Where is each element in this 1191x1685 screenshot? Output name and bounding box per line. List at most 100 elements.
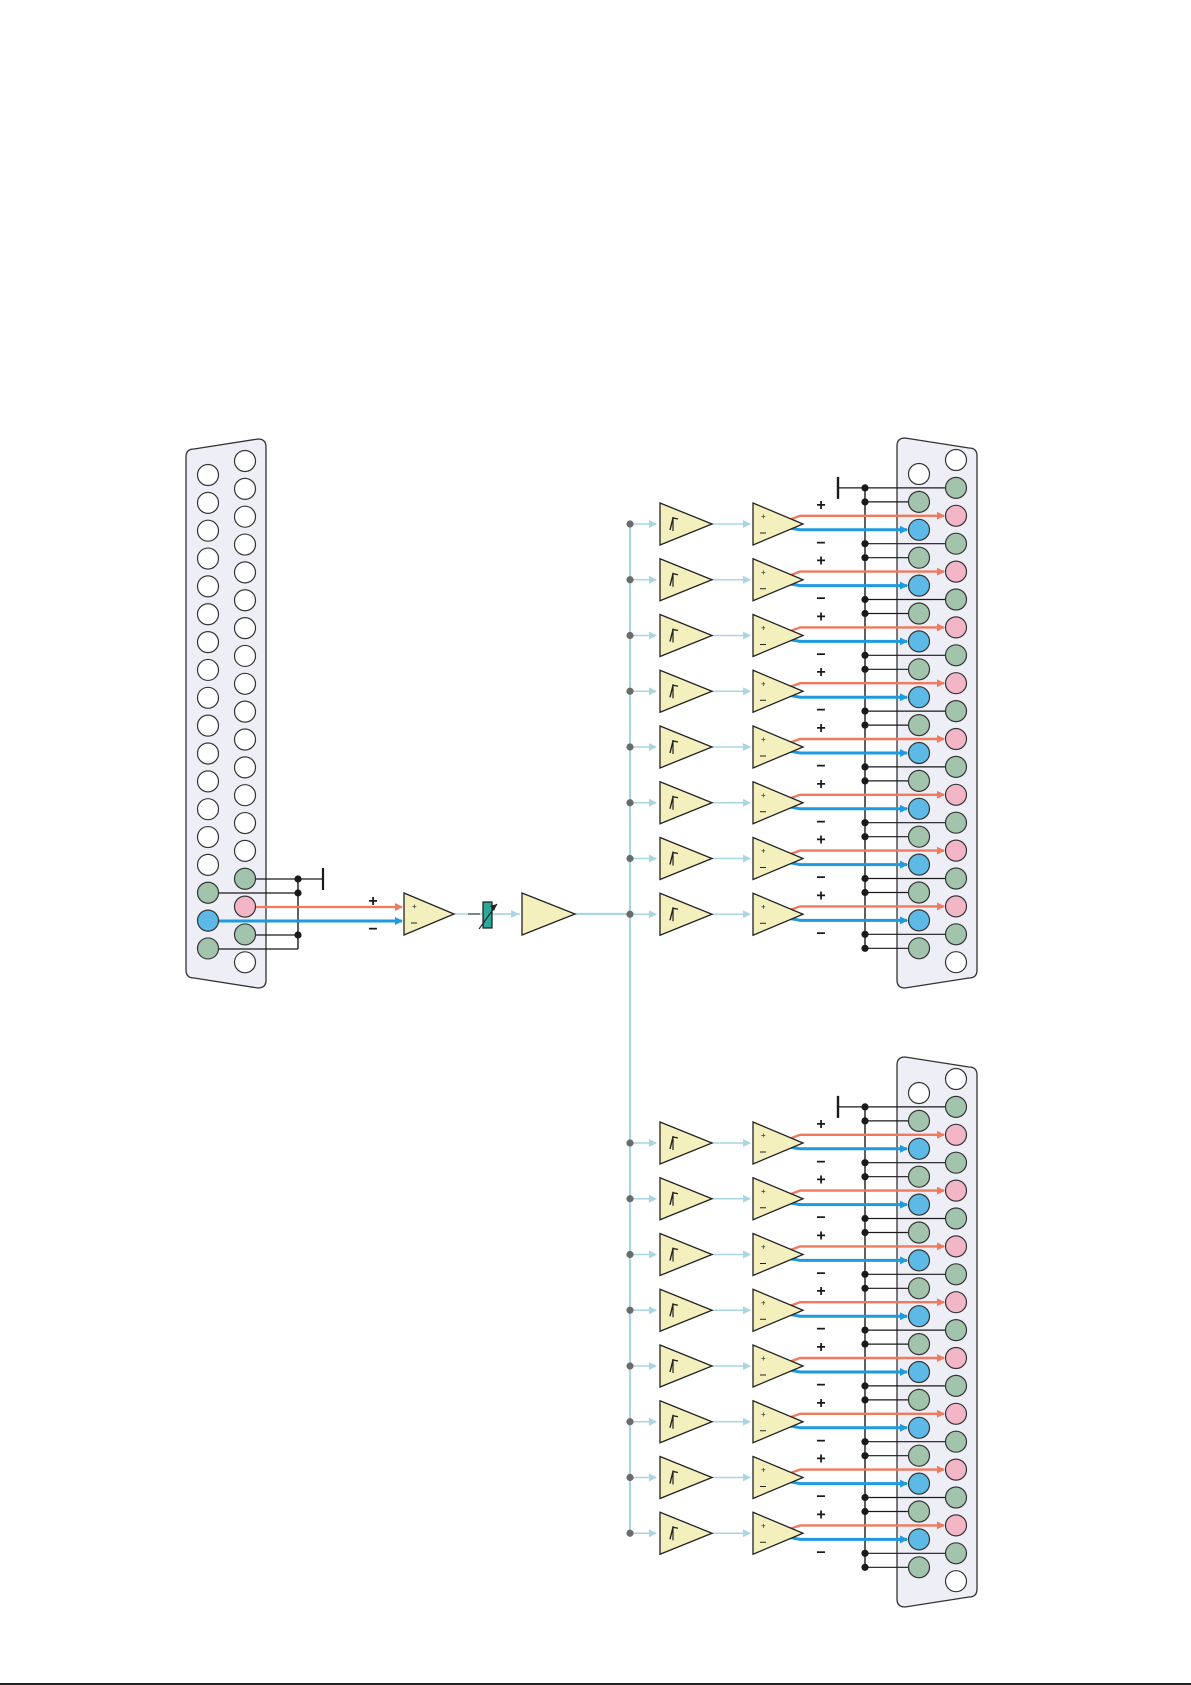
opamp-plus-mark: + xyxy=(761,1187,766,1196)
channel-equalizer-amplifier xyxy=(660,503,712,545)
channel-minus-label: − xyxy=(816,702,825,719)
opamp-plus-mark: + xyxy=(761,847,766,856)
channel-negative-wire xyxy=(789,584,907,586)
channel-minus-label: − xyxy=(816,1433,825,1450)
junction-dot xyxy=(861,1438,868,1445)
channel-negative-wire xyxy=(789,1314,907,1316)
signal-wires xyxy=(208,477,956,1567)
output-top-connector-pin xyxy=(946,868,967,889)
input-minus-label: − xyxy=(368,921,377,938)
output-top-connector-pin xyxy=(909,882,930,903)
channel-equalizer-amplifier xyxy=(660,615,712,657)
output-top-connector-pin xyxy=(909,770,930,791)
output-bottom-connector-pin xyxy=(946,1236,967,1257)
output-top-connector-pin xyxy=(946,617,967,638)
opamp-plus-mark: + xyxy=(761,1298,766,1307)
channel-plus-label: + xyxy=(816,887,825,904)
channel-line-driver xyxy=(753,1289,803,1331)
output-bottom-connector-pin xyxy=(909,1389,930,1410)
channel-line-driver xyxy=(753,1512,803,1554)
channel-plus-label: + xyxy=(816,1227,825,1244)
bus-tap-dot xyxy=(626,1474,633,1481)
output-bottom-connector-pin xyxy=(909,1194,930,1215)
opamp-plus-mark: + xyxy=(761,902,766,911)
channel-line-driver xyxy=(753,1401,803,1443)
output-top-connector-pin xyxy=(946,812,967,833)
junction-dot xyxy=(861,1103,868,1110)
channel-plus-label: + xyxy=(816,608,825,625)
input-connector-pin xyxy=(235,868,256,889)
input-connector-pin xyxy=(235,534,256,555)
output-bottom-connector-pin xyxy=(946,1375,967,1396)
input-connector-pin xyxy=(235,729,256,750)
bus-tap-dot xyxy=(626,576,633,583)
output-top-connector-pin xyxy=(946,729,967,750)
output-bottom-connector-pin xyxy=(946,1487,967,1508)
channel-negative-wire xyxy=(789,695,907,697)
bus-tap-dot xyxy=(626,520,633,527)
output-top-connector-pin xyxy=(909,854,930,875)
channel-plus-label: + xyxy=(816,1339,825,1356)
bus-tap-dot xyxy=(626,632,633,639)
output-bottom-connector-pin xyxy=(909,1083,930,1104)
output-bottom-connector-pin xyxy=(909,1110,930,1131)
output-bottom-connector-pin xyxy=(946,1264,967,1285)
channel-minus-label: − xyxy=(816,1154,825,1171)
junction-dot xyxy=(861,1285,868,1292)
channel-minus-label: − xyxy=(816,1321,825,1338)
channel-equalizer-amplifier xyxy=(660,726,712,768)
output-top-connector-pin xyxy=(946,533,967,554)
junction-dot xyxy=(294,889,301,896)
input-connector-pin xyxy=(198,882,219,903)
channel-line-driver xyxy=(753,782,803,824)
output-bottom-connector-pin xyxy=(946,1180,967,1201)
opamp-plus-mark: + xyxy=(761,512,766,521)
channel-equalizer-amplifier xyxy=(660,559,712,601)
opamp-plus-mark: + xyxy=(761,1521,766,1530)
channel-negative-wire xyxy=(789,1537,907,1539)
channel-equalizer-amplifier xyxy=(660,670,712,712)
junction-dot xyxy=(861,1382,868,1389)
input-connector-pin xyxy=(235,924,256,945)
opamp-plus-mark: + xyxy=(761,791,766,800)
input-buffer-amplifier xyxy=(522,893,575,935)
channel-line-driver xyxy=(753,1178,803,1220)
output-bottom-connector-pin xyxy=(909,1501,930,1522)
output-top-connector-pin xyxy=(909,743,930,764)
output-top-connector-pin xyxy=(946,701,967,722)
channel-negative-wire xyxy=(789,528,907,530)
input-connector-pin xyxy=(235,813,256,834)
output-bottom-connector-pin xyxy=(909,1278,930,1299)
output-top-connector-pin xyxy=(909,715,930,736)
junction-dot xyxy=(861,833,868,840)
output-bottom-connector-pin xyxy=(909,1362,930,1383)
bus-tap-dot xyxy=(626,1418,633,1425)
input-connector-pin xyxy=(198,604,219,625)
opamp-plus-mark: + xyxy=(761,1131,766,1140)
input-connector-pin xyxy=(198,910,219,931)
output-top-connector-pin xyxy=(946,784,967,805)
output-top-connector-pin xyxy=(909,938,930,959)
input-connector-pin xyxy=(235,701,256,722)
output-bottom-connector-pin xyxy=(946,1208,967,1229)
channel-plus-label: + xyxy=(816,1172,825,1189)
input-connector-pin xyxy=(235,952,256,973)
channel-negative-wire xyxy=(789,1147,907,1149)
input-connector-pin xyxy=(235,840,256,861)
output-top-connector-pin xyxy=(946,505,967,526)
junction-dot xyxy=(861,1327,868,1334)
channel-equalizer-amplifier xyxy=(660,1289,712,1331)
opamp-plus-mark: + xyxy=(761,624,766,633)
output-bottom-connector-pin xyxy=(909,1166,930,1187)
input-connector-pin xyxy=(198,854,219,875)
output-bottom-connector-pin xyxy=(946,1571,967,1592)
junction-dot xyxy=(861,1159,868,1166)
channel-equalizer-amplifier xyxy=(660,1234,712,1276)
input-connector-pin xyxy=(198,659,219,680)
channel-negative-wire xyxy=(789,1370,907,1372)
output-top-connector-pin xyxy=(946,450,967,471)
opamp-plus-mark: + xyxy=(761,735,766,744)
output-bottom-connector-pin xyxy=(946,1431,967,1452)
channel-negative-wire xyxy=(789,1426,907,1428)
